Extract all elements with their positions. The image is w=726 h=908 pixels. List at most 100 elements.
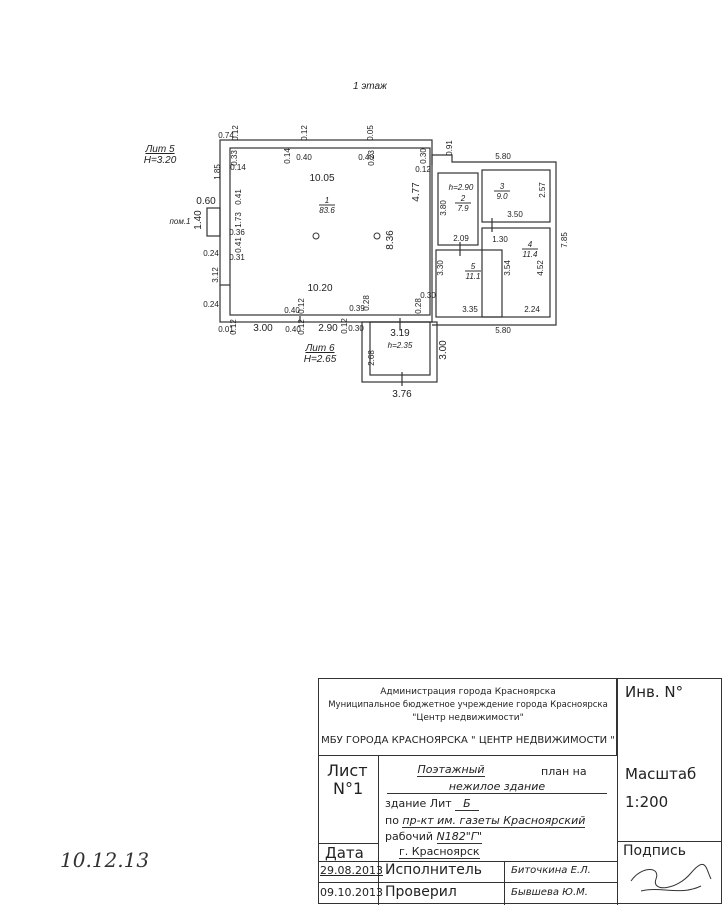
dimension-label: 0.60 [196, 196, 216, 207]
dimension-label: 0.30 [419, 148, 428, 164]
city: г. Красноярск [399, 845, 480, 859]
room-number: 5 [471, 262, 476, 271]
dimension-label: 1.40 [193, 210, 204, 230]
dimension-label: 3.12 [211, 267, 220, 283]
dimension-label: 0.36 [229, 228, 245, 237]
signature-label: Подпись [623, 843, 686, 859]
row-role: Проверил [385, 884, 457, 900]
sheet-number: N°1 [333, 779, 364, 798]
room-1-outline [229, 147, 431, 316]
room-4-outline [481, 227, 551, 318]
org-line: Администрация города Красноярска [380, 687, 556, 697]
dimension-label: 0.12 [300, 125, 309, 141]
room-5-outline [435, 249, 503, 318]
dimension-label: 0.91 [445, 140, 454, 156]
org-line: Муниципальное бюджетное учреждение город… [328, 700, 608, 710]
sheet-label: Лист [327, 761, 368, 780]
dimension-label: h=2.90 [449, 183, 474, 192]
room-number: 4 [528, 240, 533, 249]
dimension-label: h=2.35 [388, 341, 413, 350]
dimension-label: 0.14 [283, 148, 292, 164]
dimension-label: 0.14 [230, 163, 246, 172]
walls [206, 139, 557, 386]
address-line2-prefix: рабочий [385, 830, 434, 843]
dimension-label: 0.39 [349, 304, 365, 313]
dimension-label: 5.80 [495, 326, 511, 335]
lit-height: H=3.20 [144, 155, 177, 166]
dimension-label: 1.30 [492, 235, 508, 244]
dimension-label: 0.24 [203, 249, 219, 258]
room-area: 9.0 [496, 192, 508, 201]
dimension-label: 0.31 [229, 253, 245, 262]
dimension-label: 4.52 [536, 260, 545, 276]
dimension-label: 0.40 [296, 153, 312, 162]
dimension-label: 0.30 [420, 291, 436, 300]
dimension-label: 0.12 [297, 298, 306, 314]
dimension-label: 0.24 [203, 300, 219, 309]
dimension-label: 2.09 [453, 234, 469, 243]
address-line1: пр-кт им. газеты Красноярский [402, 814, 586, 828]
pom-label: пом.1 [169, 217, 190, 226]
dimension-label: 0.74 [218, 131, 234, 140]
room-area: 7.9 [457, 204, 469, 213]
plan-type: Поэтажный [417, 763, 485, 777]
dimension-label: 7.85 [560, 232, 569, 248]
dimension-label: 3.19 [390, 328, 410, 339]
column-marker [312, 232, 320, 240]
org-line: МБУ ГОРОДА КРАСНОЯРСКА " ЦЕНТР НЕДВИЖИМО… [321, 735, 615, 746]
dimension-label: 5.80 [495, 152, 511, 161]
building-lit: Б [455, 797, 479, 811]
column-marker [373, 232, 381, 240]
dimension-label: 0.23 [367, 150, 376, 166]
lit-name: Лит 6 [304, 343, 335, 354]
row-role: Исполнитель [385, 862, 483, 878]
dimension-label: 10.20 [307, 283, 332, 294]
dimension-label: 2.90 [318, 323, 338, 334]
dimension-label: 3.00 [253, 323, 273, 334]
dimension-label: 0.12 [297, 319, 306, 335]
dimension-label: 0.01 [218, 325, 234, 334]
dimension-label: 0.12 [415, 165, 431, 174]
room-number: 2 [460, 194, 466, 203]
dimension-label: 0.40 [358, 153, 374, 162]
dimension-label: 1.73 [234, 212, 243, 228]
address-prefix: по [385, 814, 399, 827]
dimension-label: 0.12 [231, 125, 240, 141]
dimension-label: 2.68 [367, 350, 376, 366]
dimension-label: 3.50 [507, 210, 523, 219]
pom-1-outline [206, 207, 221, 237]
handwritten-date: 10.12.13 [60, 848, 150, 872]
plan-on: план на [541, 765, 587, 778]
room-3-outline [481, 169, 551, 223]
dimension-label: 0.28 [362, 295, 371, 311]
dimension-label: 1.85 [213, 164, 222, 180]
scale-label: Масштаб [625, 765, 697, 783]
row-name: Биточкина Е.Л. [511, 865, 591, 876]
dimension-label: 0.33 [230, 150, 239, 166]
scale-value: 1:200 [625, 793, 669, 811]
main-outer-wall [219, 139, 433, 323]
date-label: Дата [325, 844, 364, 862]
dimension-label: 0.40 [284, 306, 300, 315]
dimension-label: 0.41 [234, 237, 243, 253]
org-line: "Центр недвижимости" [412, 713, 524, 723]
dimension-label: 0.30 [348, 324, 364, 333]
org-cell: Администрация города Красноярска Муницип… [319, 679, 617, 756]
floor-title: 1 этаж [353, 81, 387, 92]
building-prefix: здание Лит [385, 797, 452, 810]
lit-name: Лит 5 [144, 144, 175, 155]
inv-label: Инв. N° [625, 683, 684, 701]
dimension-label: 8.36 [385, 230, 396, 250]
dimension-label: 3.00 [438, 340, 449, 360]
room-number: 1 [325, 196, 329, 205]
dimension-label: 2.24 [524, 305, 540, 314]
object: нежилое здание [448, 780, 546, 793]
dimension-label: 3.80 [439, 200, 448, 216]
dimension-label: 4.77 [411, 182, 422, 202]
row-date: 29.08.2013 [320, 864, 383, 877]
room-number: 3 [500, 182, 505, 191]
dimension-label: 3.35 [462, 305, 478, 314]
row-name: Бывшева Ю.М. [511, 887, 588, 898]
dimension-label: 10.05 [309, 173, 334, 184]
room-area: 11.1 [466, 272, 481, 281]
